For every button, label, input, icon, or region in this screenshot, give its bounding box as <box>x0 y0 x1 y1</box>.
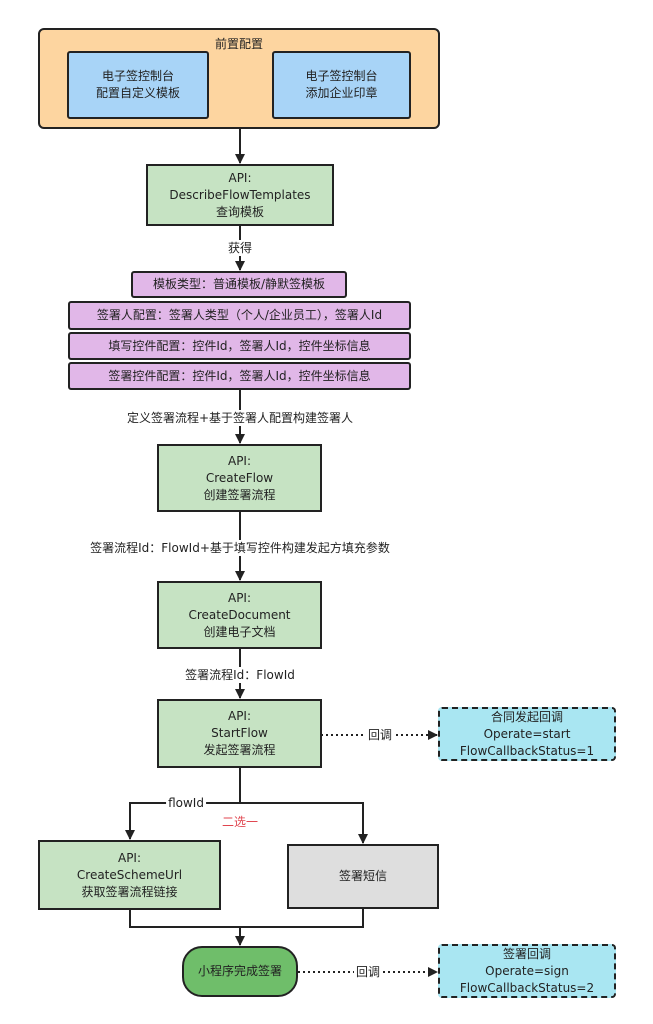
describe-api-name: DescribeFlowTemplates <box>169 187 311 202</box>
contract-callback-status: FlowCallbackStatus=1 <box>459 743 595 758</box>
fill-control-config-box: 填写控件配置：控件Id，签署人Id，控件坐标信息 <box>68 332 411 360</box>
create-scheme-url-box: API: CreateSchemeUrl 获取签署流程链接 <box>38 840 221 910</box>
label-choose-one: 二选一 <box>221 815 259 829</box>
createdocument-api-label: API: <box>227 590 252 605</box>
sign-callback-title: 签署回调 <box>502 946 551 961</box>
template-type-box: 模板类型：普通模板/静默签模板 <box>131 271 347 298</box>
signer-config-box: 签署人配置：签署人类型（个人/企业员工），签署人Id <box>68 301 411 330</box>
sign-control-config-box: 签署控件配置：控件Id，签署人Id，控件坐标信息 <box>68 362 411 390</box>
merge-line <box>129 909 364 928</box>
miniprogram-complete-node: 小程序完成签署 <box>182 946 298 997</box>
createflow-api-label: API: <box>227 453 252 468</box>
sign-sms-box: 签署短信 <box>287 844 439 909</box>
fill-control-config-text: 填写控件配置：控件Id，签署人Id，控件坐标信息 <box>108 338 371 353</box>
schemeurl-api-desc: 获取签署流程链接 <box>81 884 178 899</box>
template-type-text: 模板类型：普通模板/静默签模板 <box>152 277 326 291</box>
sign-control-config-text: 签署控件配置：控件Id，签署人Id，控件坐标信息 <box>108 368 371 383</box>
branch-line-right <box>240 802 368 844</box>
console-custom-template-box: 电子签控制台 配置自定义模板 <box>67 51 209 119</box>
contract-start-callback-box: 合同发起回调 Operate=start FlowCallbackStatus=… <box>438 707 616 761</box>
startflow-api-name: StartFlow <box>211 726 268 740</box>
createflow-api-name: CreateFlow <box>205 470 274 485</box>
describe-api-label: API: <box>228 170 252 185</box>
startflow-api-label: API: <box>227 709 252 723</box>
describe-api-desc: 查询模板 <box>215 204 264 219</box>
console-add-seal-line2: 添加企业印章 <box>305 86 378 100</box>
sign-sms-text: 签署短信 <box>338 869 387 883</box>
label-flowid-branch: flowId <box>166 795 206 811</box>
label-define-flow: 定义签署流程+基于签署人配置构建签署人 <box>124 410 356 426</box>
label-flow-id-params: 签署流程Id：FlowId+基于填写控件构建发起方填充参数 <box>88 540 392 556</box>
label-obtain: 获得 <box>225 240 255 256</box>
contract-callback-title: 合同发起回调 <box>490 709 563 724</box>
console-add-seal-box: 电子签控制台 添加企业印章 <box>272 51 411 119</box>
describe-flow-templates-box: API: DescribeFlowTemplates 查询模板 <box>146 164 334 226</box>
schemeurl-api-label: API: <box>117 850 142 865</box>
sign-callback-box: 签署回调 Operate=sign FlowCallbackStatus=2 <box>438 944 616 998</box>
console-add-seal-line1: 电子签控制台 <box>305 69 378 83</box>
console-custom-template-line1: 电子签控制台 <box>101 69 174 83</box>
label-callback-sign: 回调 <box>353 964 383 980</box>
createdocument-api-name: CreateDocument <box>188 607 291 622</box>
start-flow-box: API: StartFlow 发起签署流程 <box>157 699 322 768</box>
prereq-title: 前置配置 <box>214 37 263 51</box>
sign-callback-status: FlowCallbackStatus=2 <box>459 980 595 995</box>
contract-callback-operate: Operate=start <box>483 726 571 741</box>
create-document-box: API: CreateDocument 创建电子文档 <box>157 581 322 649</box>
createdocument-api-desc: 创建电子文档 <box>203 624 276 639</box>
label-callback-start: 回调 <box>365 727 395 743</box>
schemeurl-api-name: CreateSchemeUrl <box>76 867 183 882</box>
miniprogram-complete-text: 小程序完成签署 <box>197 964 282 978</box>
startflow-api-desc: 发起签署流程 <box>203 743 276 757</box>
label-flow-id: 签署流程Id：FlowId <box>183 667 297 683</box>
sign-callback-operate: Operate=sign <box>485 963 569 978</box>
console-custom-template-line2: 配置自定义模板 <box>95 86 180 100</box>
createflow-api-desc: 创建签署流程 <box>203 487 276 502</box>
signer-config-text: 签署人配置：签署人类型（个人/企业员工），签署人Id <box>96 308 383 322</box>
create-flow-box: API: CreateFlow 创建签署流程 <box>157 444 322 512</box>
